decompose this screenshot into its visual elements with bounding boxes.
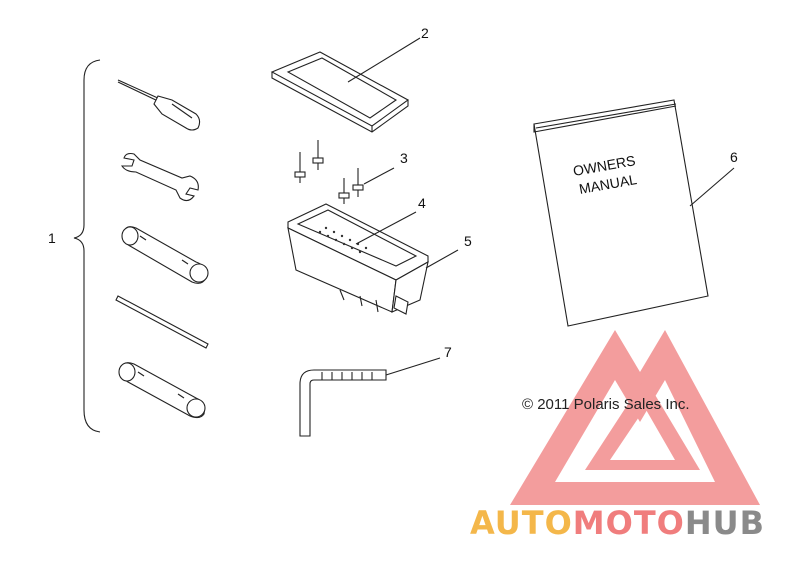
callout-7: 7 xyxy=(444,344,452,360)
allen-key-icon xyxy=(299,357,441,437)
copyright-text: © 2011 Polaris Sales Inc. xyxy=(522,396,690,413)
callout-3: 3 xyxy=(400,150,408,166)
callout-6: 6 xyxy=(730,149,738,165)
watermark-text: AUTOMOTOHUB xyxy=(470,504,765,542)
callout-1: 1 xyxy=(48,230,56,246)
watermark-hub: HUB xyxy=(685,504,765,542)
triangle-logo-icon xyxy=(510,330,760,505)
watermark-auto: AUTO xyxy=(470,504,573,542)
callout-4: 4 xyxy=(418,195,426,211)
socket-tube-icon xyxy=(121,226,209,284)
watermark-moto: MOTO xyxy=(573,504,685,542)
push-rivets xyxy=(294,140,395,204)
owners-manual: OWNERS MANUAL xyxy=(533,99,735,327)
wrench-icon xyxy=(120,152,199,202)
screwdriver-icon xyxy=(117,79,201,131)
tray-holes xyxy=(318,226,368,254)
socket-tube-icon xyxy=(118,362,206,419)
callout-2: 2 xyxy=(421,25,429,41)
tommy-bar-icon xyxy=(115,295,209,349)
toolbox-lid xyxy=(270,51,410,133)
callout-5: 5 xyxy=(464,233,472,249)
group-1-bracket xyxy=(73,59,101,433)
toolbox-tray xyxy=(287,203,459,315)
